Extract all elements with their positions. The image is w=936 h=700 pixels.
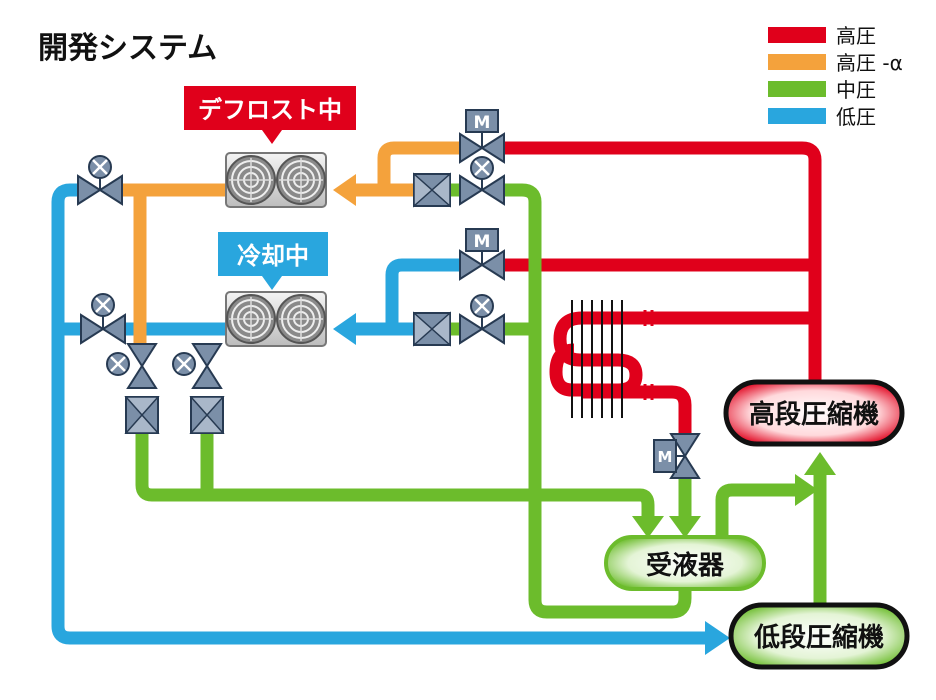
pipe-low-outer-loop	[51, 183, 705, 645]
heat-exchanger-fins	[571, 300, 654, 418]
high-stage-compressor-label: 高段圧縮機	[749, 399, 879, 430]
motor-valve-letter: M	[474, 113, 491, 133]
fan-icon	[226, 155, 276, 205]
solenoid-icon	[171, 351, 197, 377]
pipe-mid-expansion-lines	[135, 433, 655, 525]
evaporator-unit-cooling	[225, 291, 327, 347]
legend-swatch-mid	[768, 81, 826, 97]
arrow-defrost-in	[333, 174, 356, 206]
receiver: 受液器	[604, 535, 766, 591]
legend-swatch-low	[768, 108, 826, 124]
motor-valve-letter: M	[658, 448, 673, 466]
flow-arrows	[333, 174, 836, 655]
fan-icon	[276, 155, 326, 205]
solenoid-icon	[87, 154, 113, 180]
motor-valve-letter: M	[474, 232, 491, 252]
solenoid-icon	[90, 292, 116, 318]
pipe-high-coil-out	[582, 385, 692, 440]
arrow-to-low-compressor	[705, 621, 730, 655]
expansion-valve-icon	[190, 396, 224, 434]
badge-defrost: デフロスト中	[184, 86, 356, 144]
valve-icon	[192, 343, 222, 389]
pipe-high-alpha-feed	[352, 141, 470, 197]
fan-icon	[276, 294, 326, 344]
pipe-high-alpha-defrost-out	[108, 183, 226, 350]
diagram-title: 開発システム	[38, 31, 217, 66]
legend-swatch-high	[768, 27, 826, 43]
solenoid-icon	[469, 155, 495, 181]
check-valve-icon	[413, 312, 451, 346]
pipe-high-to-coil	[549, 311, 815, 397]
high-stage-compressor: 高段圧縮機	[723, 379, 905, 447]
legend-label-mid: 中圧	[836, 78, 876, 102]
evaporator-unit-defrost	[225, 152, 327, 208]
pipe-high-main	[495, 141, 822, 385]
check-valve-icon	[413, 173, 451, 207]
valve-icon	[127, 343, 157, 389]
legend-label-low: 低圧	[836, 105, 876, 129]
arrow-to-high-comp-bottom	[804, 452, 836, 475]
badge-cooling-label: 冷却中	[237, 242, 309, 270]
low-stage-compressor-label: 低段圧縮機	[753, 622, 884, 653]
arrow-to-receiver-left	[632, 516, 664, 538]
solenoid-icon	[469, 293, 495, 319]
arrow-cooling-in	[333, 313, 356, 345]
solenoid-icon	[105, 351, 131, 377]
motor-valve-mid: M	[459, 228, 505, 280]
legend-label-high-alpha: 高圧 -α	[836, 51, 903, 75]
pipe-mid-receiver-to-high-comp	[715, 483, 795, 540]
motor-valve-coil: M	[653, 433, 700, 479]
receiver-label: 受液器	[646, 550, 725, 581]
pipe-low-evap-feed	[355, 258, 470, 336]
valves: M M M	[77, 109, 700, 479]
legend-label-high: 高圧	[836, 24, 876, 48]
expansion-valve-icon	[125, 396, 159, 434]
badge-cooling: 冷却中	[218, 232, 328, 290]
low-stage-compressor: 低段圧縮機	[728, 602, 910, 670]
arrow-to-high-comp-side	[795, 474, 818, 506]
legend-swatch-high-alpha	[768, 54, 826, 70]
motor-valve-top: M	[459, 109, 505, 163]
arrow-to-receiver-right	[669, 516, 701, 538]
badge-defrost-label: デフロスト中	[198, 96, 342, 124]
fan-icon	[226, 294, 276, 344]
legend: 高圧 高圧 -α 中圧 低圧	[768, 24, 903, 129]
